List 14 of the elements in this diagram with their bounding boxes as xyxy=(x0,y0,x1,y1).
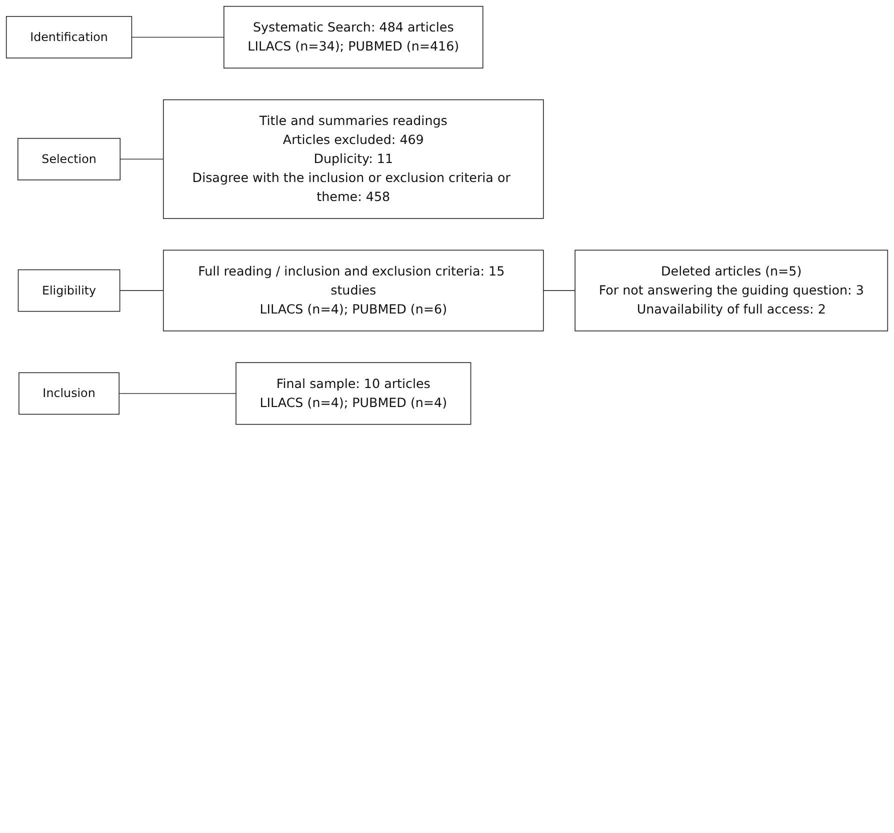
node-box: Full reading / inclusion and exclusion criteria: 15 studies LILACS (n=4); PUBMED (n=6) xyxy=(162,250,544,332)
connector xyxy=(543,290,576,291)
node-box: Title and summaries readings Articles excluded: 469 Duplicity: 11 Disagree with the inclusion or exclusion criteria or theme: 458 xyxy=(162,99,544,219)
connector xyxy=(131,36,224,38)
node-box: Selection xyxy=(18,138,121,180)
node-box: Final sample: 10 articles LILACS (n=4); PUBMED (n=4) xyxy=(236,362,472,425)
node-box: Inclusion xyxy=(18,372,120,415)
node-box: Systematic Search: 484 articles LILACS (n=34); PUBMED (n=416) xyxy=(224,6,484,68)
node-box: Identification xyxy=(6,16,132,58)
node-box: Eligibility xyxy=(18,269,120,312)
connector xyxy=(120,158,164,160)
connector xyxy=(119,290,164,291)
connector xyxy=(118,393,236,394)
node-box: Deleted articles (n=5) For not answering the guiding question: 3 Unavailability of full access: 2 xyxy=(574,250,888,332)
